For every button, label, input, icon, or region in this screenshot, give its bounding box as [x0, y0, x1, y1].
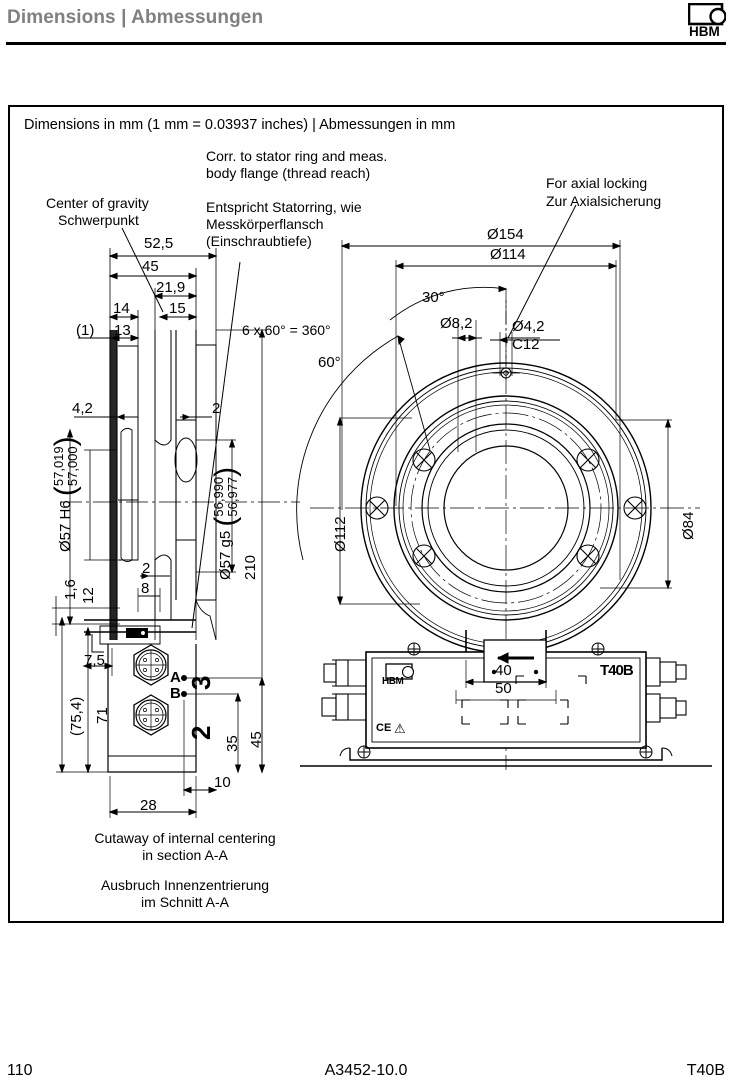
stator-note-de-2: Messkörperflansch	[206, 216, 324, 232]
dim-71: 71	[94, 707, 111, 724]
page-title: Dimensions | Abmessungen	[7, 7, 264, 28]
fit-c12: C12	[512, 336, 540, 353]
bore-tol-lower: 57,000	[65, 446, 80, 487]
bolt-holes	[365, 448, 647, 568]
stator-note-en-2: body flange (thread reach)	[206, 165, 371, 181]
connector-label-upper: 3	[186, 675, 216, 690]
caption-en-1: Cutaway of internal centering	[94, 830, 276, 846]
paren-close-shaft: )	[209, 466, 242, 477]
dim-13: 13	[114, 322, 131, 339]
footer-page-number: 110	[7, 1062, 33, 1079]
dia-8-2: Ø8,2	[440, 315, 473, 332]
dim-21-9: 21,9	[156, 279, 186, 296]
connector-upper	[133, 644, 169, 686]
dim-50: 50	[495, 680, 512, 697]
dim-14: 14	[113, 300, 130, 317]
ce-mark-icon: CE	[376, 722, 392, 734]
warning-triangle-icon: ⚠	[394, 721, 406, 736]
dim-12: 12	[80, 587, 97, 604]
housing-hbm-text: HBM	[382, 676, 404, 687]
dim-1-6: 1,6	[62, 579, 79, 600]
housing-base	[300, 630, 712, 767]
hbm-logo-icon: HBM	[688, 3, 726, 39]
dia-4-2: Ø4,2	[512, 318, 545, 335]
dim-1-paren: (1)	[76, 322, 95, 339]
connector-label-lower: 2	[186, 725, 216, 740]
paren-open-bore: (	[49, 486, 82, 497]
dim-10: 10	[214, 774, 231, 791]
section-mark-b-label: B	[170, 685, 181, 702]
caption-de-2: im Schnitt A-A	[141, 894, 229, 910]
drawing-frame: Dimensions in mm (1 mm = 0.03937 inches)…	[8, 105, 724, 923]
shaft-tol-upper: 56,990	[211, 476, 226, 517]
dim-52-5: 52,5	[144, 235, 174, 252]
center-of-gravity-label-de: Schwerpunkt	[58, 212, 139, 228]
axial-locking-note-de: Zur Axialsicherung	[546, 193, 662, 209]
center-of-gravity-label-en: Center of gravity	[46, 195, 149, 211]
dim-45: 45	[142, 258, 159, 275]
dia-114: Ø114	[490, 246, 526, 263]
stator-note-de-1: Entspricht Statorring, wie	[206, 199, 362, 215]
dim-28: 28	[140, 797, 157, 814]
dia-154: Ø154	[487, 226, 524, 243]
dia-112: Ø112	[332, 516, 349, 552]
axial-locking-note-en: For axial locking	[546, 175, 648, 191]
dim-2-upper: 2	[212, 400, 221, 417]
bore-tol-upper: 57,019	[51, 446, 66, 487]
dim-15: 15	[169, 300, 186, 317]
bore-fit-designation: Ø57 H6	[56, 500, 74, 552]
footer-product: T40B	[686, 1062, 725, 1079]
stator-note-de-3: (Einschraubtiefe)	[206, 233, 312, 249]
dim-4-2: 4,2	[72, 400, 93, 417]
dim-2-lower: 2	[142, 560, 151, 577]
shaft-tol-lower: 56,977	[225, 476, 240, 517]
shaft-fit-designation: Ø57 g5	[216, 530, 234, 580]
dim-40: 40	[495, 662, 512, 679]
dim-75-4: (75,4)	[68, 696, 85, 736]
paren-open-shaft: (	[209, 516, 242, 527]
caption-de-1: Ausbruch Innenzentrierung	[100, 877, 270, 893]
dim-210: 210	[242, 554, 259, 580]
angle-30: 30°	[422, 289, 445, 306]
dim-7-5: 7,5	[84, 652, 105, 669]
hbm-logo-text: HBM	[689, 24, 720, 39]
dia-84: Ø84	[680, 511, 697, 540]
dim-35: 35	[224, 735, 241, 752]
leader-center-of-gravity	[121, 227, 164, 313]
units-note: Dimensions in mm (1 mm = 0.03937 inches)…	[24, 117, 456, 133]
dim-8: 8	[141, 580, 150, 597]
caption-en-2: in section A-A	[142, 847, 228, 863]
dim-45-right: 45	[248, 731, 265, 748]
housing-hbm-logo-icon	[385, 663, 415, 680]
angle-60: 60°	[318, 354, 341, 371]
header-divider	[6, 42, 726, 45]
footer-doc-number: A3452-10.0	[324, 1062, 408, 1079]
stator-note-en-1: Corr. to stator ring and meas.	[206, 148, 388, 164]
connector-lower	[133, 694, 169, 736]
paren-close-bore: )	[49, 436, 82, 447]
leader-axial-locking	[507, 204, 577, 339]
housing-product-label: T40B	[600, 662, 634, 679]
section-mark-a-label: A	[170, 669, 181, 686]
